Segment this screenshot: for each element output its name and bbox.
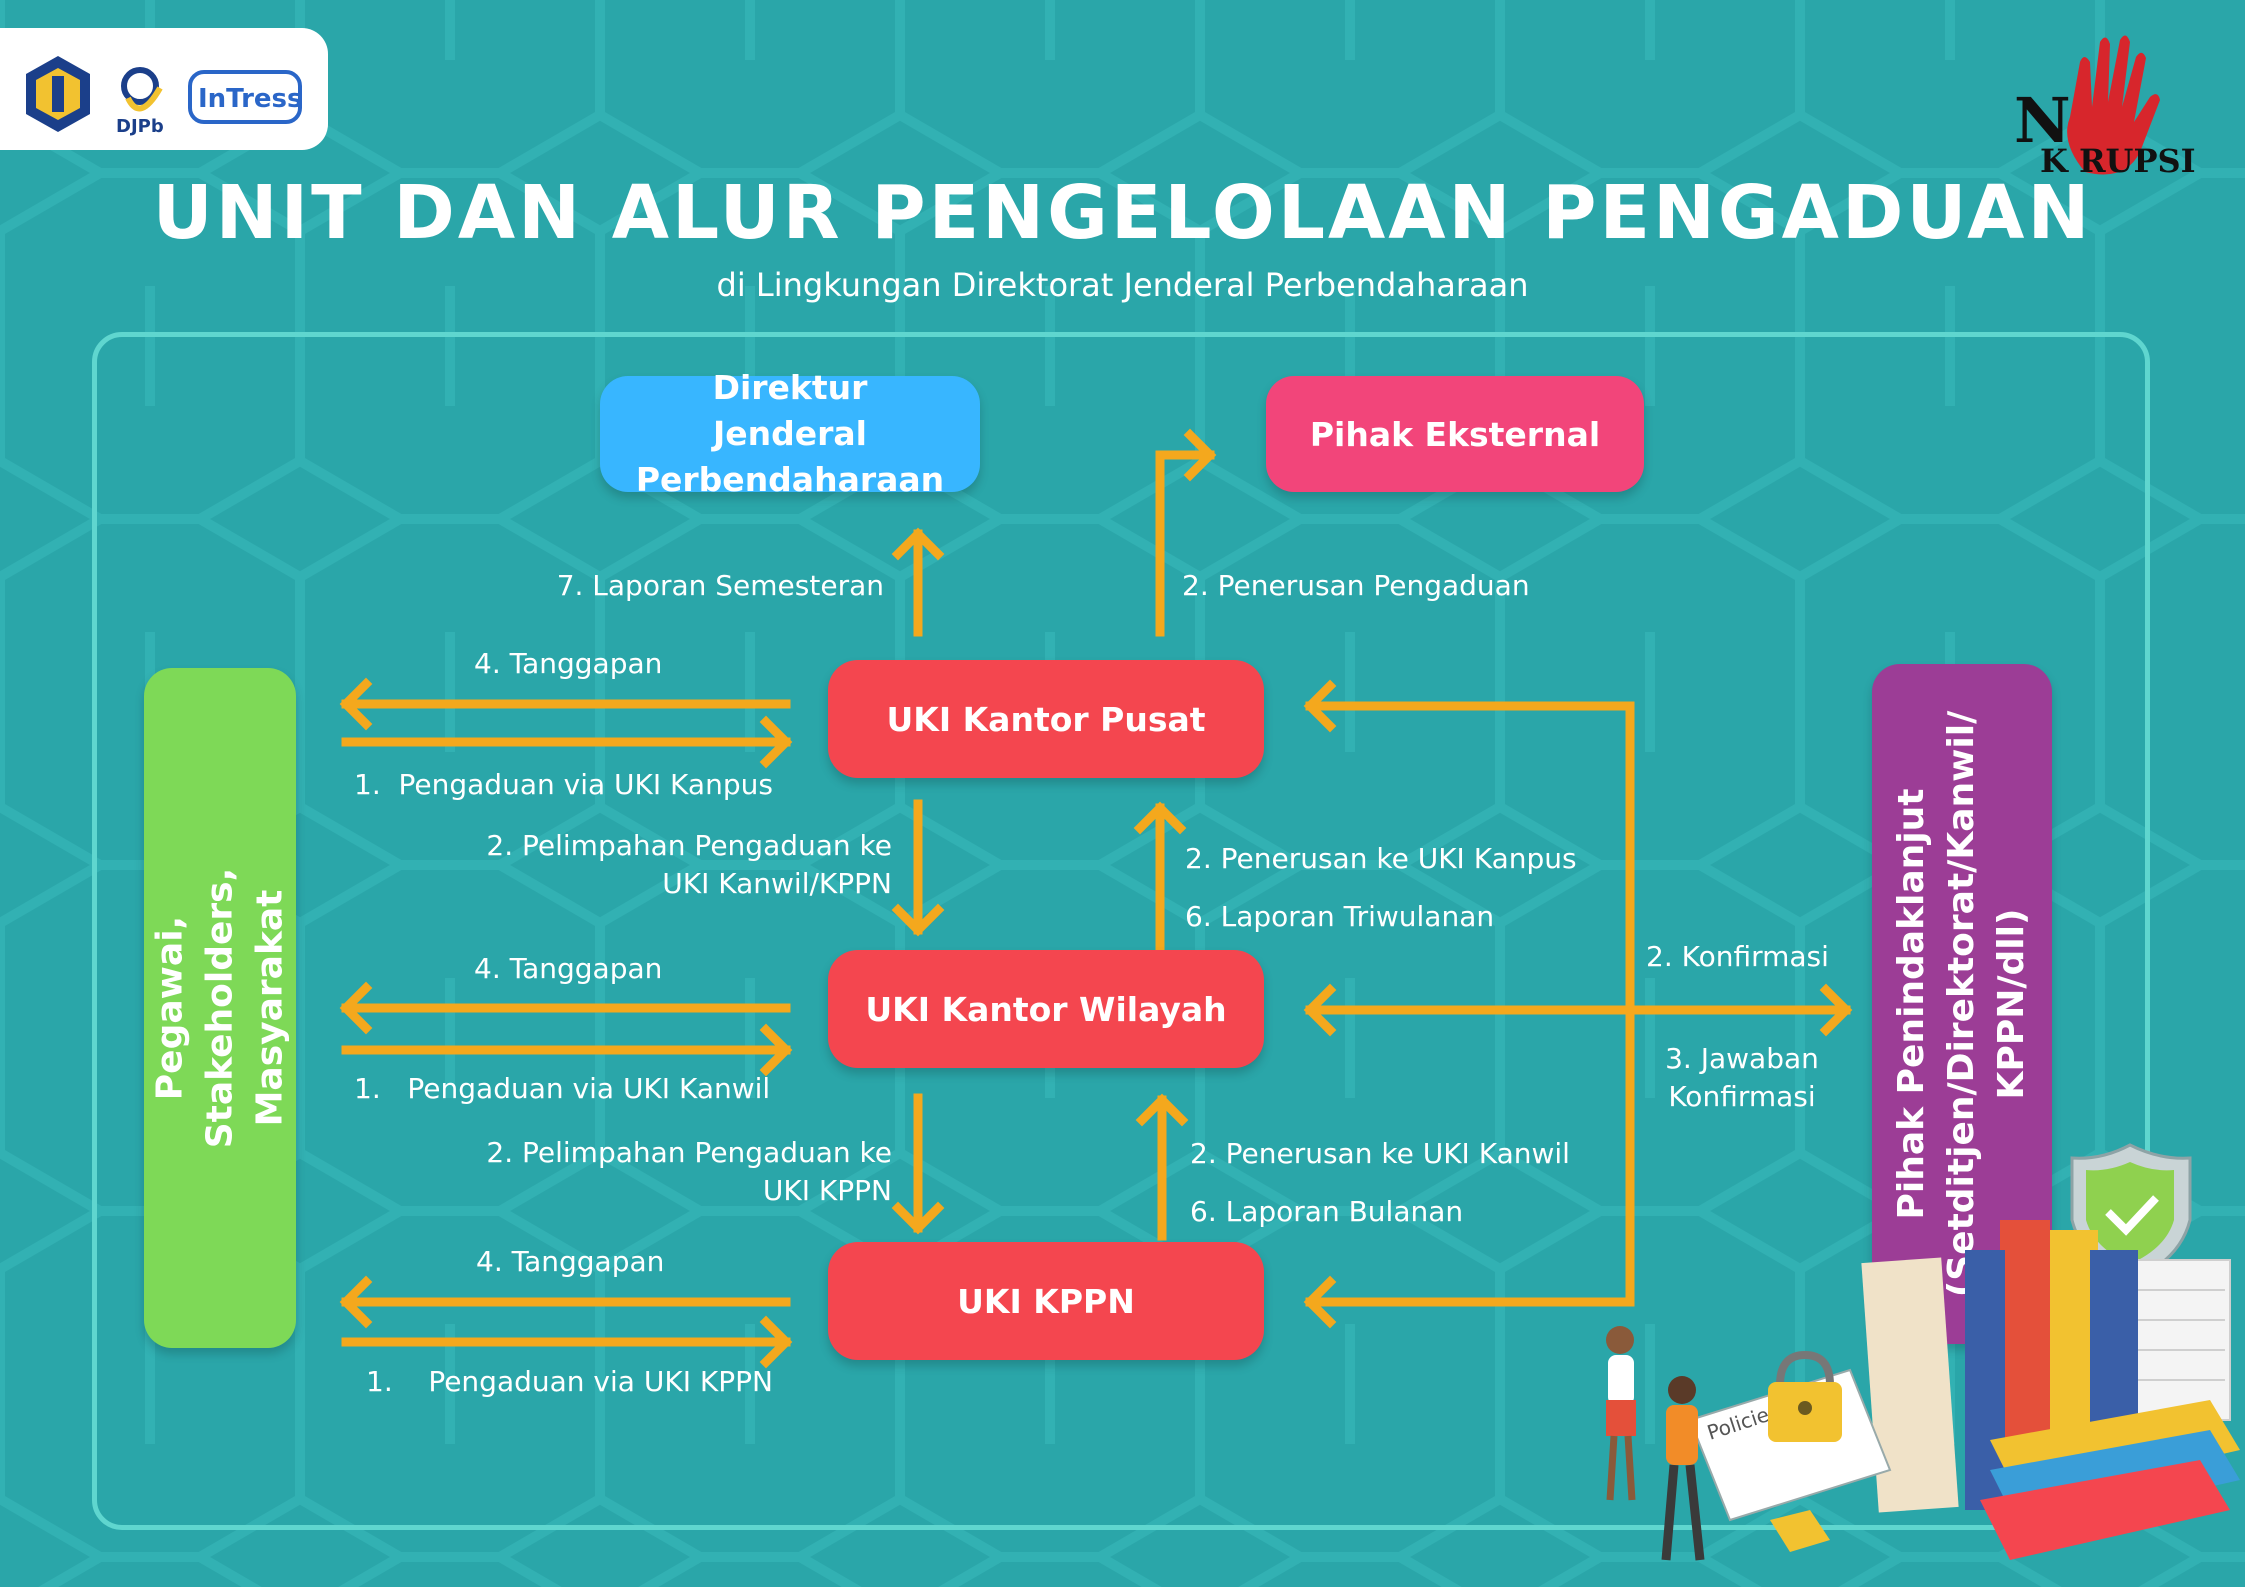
label-pengaduan-wilayah: 1. Pengaduan via UKI Kanwil [354, 1072, 771, 1105]
label-pelimpahan-kanwil: 2. Pelimpahan Pengaduan ke UKI Kanwil/KP… [486, 829, 892, 900]
node-uki-pusat: UKI Kantor Pusat [828, 660, 1264, 778]
arrowhead-pengaduan-pusat [759, 715, 793, 769]
node-eksternal: Pihak Eksternal [1266, 376, 1644, 492]
node-uki-wilayah-label: UKI Kantor Wilayah [865, 989, 1227, 1029]
node-eksternal-label: Pihak Eksternal [1309, 414, 1601, 454]
label-tanggapan-wilayah: 4. Tanggapan [474, 952, 663, 985]
books-stack-icon [1770, 1400, 2240, 1560]
label-laporan-bulanan: 6. Laporan Bulanan [1190, 1195, 1464, 1228]
arrowhead-bracket-kppn [1303, 1275, 1337, 1329]
label-pelimpahan-kppn: 2. Pelimpahan Pengaduan ke UKI KPPN [486, 1136, 892, 1207]
kemenkeu-emblem-icon [26, 56, 90, 132]
paper-stack-icon [2129, 1259, 2231, 1421]
office-illustration: Policies [1606, 1143, 2240, 1561]
page-title: UNIT DAN ALUR PENGELOLAAN PENGADUAN [152, 170, 2093, 256]
arrowhead-tanggapan-kppn [339, 1275, 373, 1329]
label-jawaban-konfirmasi: 3. Jawaban Konfirmasi [1665, 1042, 1819, 1113]
arrowhead-tanggapan-pusat [339, 677, 373, 731]
arrowhead-dirjen [891, 527, 945, 561]
korupsi-text: K RUPSI [2040, 142, 2196, 180]
person-woman-icon [1606, 1326, 1636, 1501]
logo-panel: DJPb InTress [0, 28, 328, 150]
label-penerusan-pengaduan: 2. Penerusan Pengaduan [1182, 569, 1530, 602]
arrowhead-penerusan-kanpus [1133, 801, 1187, 835]
node-dirjen-label: Direktur Jenderal Perbendaharaan [635, 368, 945, 499]
arrowhead-eksternal [1183, 428, 1217, 482]
logo-icons: DJPb InTress [26, 56, 302, 137]
padlock-icon [1768, 1350, 1842, 1442]
person-man-icon [1661, 1376, 1705, 1561]
no-letter-n: N [2014, 84, 2071, 157]
node-pelapor-text: Pegawai, Stakeholders, Masyarakat [149, 867, 290, 1149]
label-konfirmasi: 2. Konfirmasi [1646, 940, 1829, 973]
diagram-frame [92, 332, 2150, 1530]
djpb-label: DJPb [116, 116, 164, 137]
node-uki-pusat-label: UKI Kantor Pusat [886, 699, 1206, 739]
intress-logo-icon: InTress [188, 70, 302, 124]
node-uki-kppn-label: UKI KPPN [957, 1281, 1135, 1321]
label-penerusan-kanwil: 2. Penerusan ke UKI Kanwil [1190, 1137, 1570, 1170]
node-uki-wilayah: UKI Kantor Wilayah [828, 950, 1264, 1068]
node-uki-kppn: UKI KPPN [828, 1242, 1264, 1360]
arrowhead-konfirmasi-left [1303, 983, 1337, 1037]
djpb-logo-icon: DJPb [116, 67, 164, 137]
red-hand-icon [2067, 35, 2160, 175]
arrowhead-penerusan-kanwil [1135, 1093, 1189, 1127]
label-tanggapan-kppn: 4. Tanggapan [476, 1245, 665, 1278]
arrowhead-pengaduan-wilayah [759, 1023, 793, 1077]
label-penerusan-kanpus: 2. Penerusan ke UKI Kanpus [1185, 842, 1577, 875]
node-pelapor-label: Pegawai, Stakeholders, Masyarakat [145, 868, 295, 1149]
label-laporan-semesteran: 7. Laporan Semesteran [556, 569, 884, 602]
label-pengaduan-pusat: 1. Pengaduan via UKI Kanpus [354, 768, 773, 801]
intress-label: InTress [198, 84, 302, 114]
shield-check-icon [2070, 1143, 2192, 1282]
node-pelapor: Pegawai, Stakeholders, Masyarakat [144, 668, 296, 1348]
no-korupsi-logo-icon: N K RUPSI [2014, 35, 2196, 180]
arrow-penerusan-pengaduan [1155, 450, 1215, 637]
arrowhead-pelimpahan-kppn [891, 1201, 945, 1235]
arrowhead-konfirmasi-right [1819, 983, 1853, 1037]
arrowhead-bracket-pusat [1303, 679, 1337, 733]
label-laporan-triwulanan: 6. Laporan Triwulanan [1185, 900, 1495, 933]
node-dirjen: Direktur Jenderal Perbendaharaan [600, 368, 980, 499]
arrowhead-pelimpahan-kanwil [891, 903, 945, 937]
arrowhead-pengaduan-kppn [759, 1315, 793, 1369]
label-pengaduan-kppn: 1. Pengaduan via UKI KPPN [366, 1365, 773, 1398]
arrowhead-tanggapan-wilayah [339, 981, 373, 1035]
page-subtitle: di Lingkungan Direktorat Jenderal Perben… [716, 266, 1529, 304]
label-tanggapan-pusat: 4. Tanggapan [474, 647, 663, 680]
arrow-bracket-right [1305, 701, 1635, 1307]
